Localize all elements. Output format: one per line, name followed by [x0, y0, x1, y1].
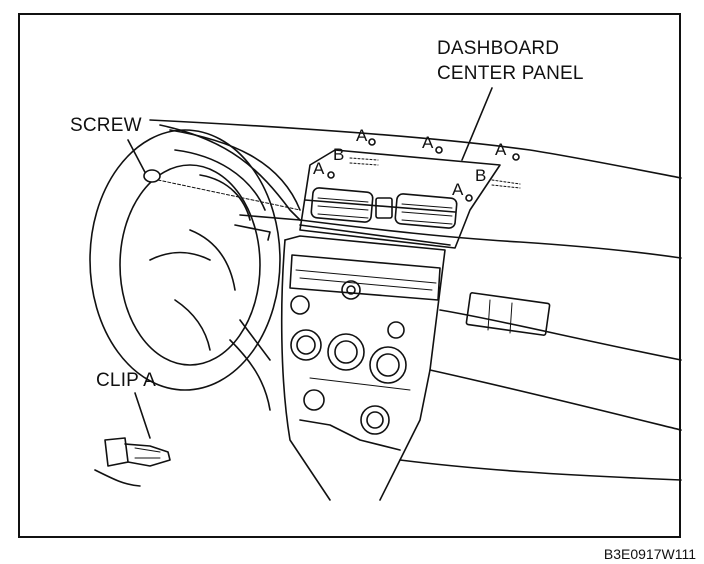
screw-label: SCREW: [70, 115, 142, 136]
marker-a-2: A: [422, 133, 434, 152]
marker-a-4: A: [313, 159, 325, 178]
dashboard-center-panel-label-line2: CENTER PANEL: [437, 63, 584, 84]
marker-b-1: B: [333, 145, 344, 164]
marker-a-5: A: [452, 180, 464, 199]
screw-leader: [127, 139, 149, 179]
clip-a-label: CLIP A: [96, 370, 156, 391]
climate-knob-right: [369, 346, 407, 384]
clip-a-leader: [134, 392, 151, 439]
climate-knob-left: [290, 329, 322, 361]
lower-console-knob: [303, 389, 325, 411]
screw-icon: [143, 169, 161, 183]
marker-a-1: A: [356, 126, 368, 145]
audio-volume-knob: [341, 280, 361, 300]
dashboard-top-edge: [149, 119, 682, 179]
center-panel-outline: [299, 149, 501, 249]
figure-frame: [18, 13, 681, 538]
right-air-vent: [394, 193, 458, 229]
steering-wheel-outer: [89, 129, 281, 391]
dashboard-upper-curve: [159, 124, 301, 221]
audio-unit: [289, 254, 441, 301]
marker-b-2: B: [475, 166, 486, 185]
marker-a-3: A: [495, 140, 507, 159]
gauge-hood: [169, 129, 301, 211]
left-air-vent: [310, 187, 374, 223]
figure-code: B3E0917W111: [603, 546, 696, 562]
dashboard-leader: [461, 87, 493, 161]
glovebox-switch-panel: [465, 292, 551, 336]
dashboard-center-panel-label-line1: DASHBOARD: [437, 38, 560, 59]
clip-a-icon: [94, 437, 171, 487]
hazard-switch: [375, 197, 393, 219]
climate-knob-center: [327, 333, 365, 371]
steering-wheel-inner: [119, 164, 261, 366]
center-stack-outline: [284, 235, 446, 501]
